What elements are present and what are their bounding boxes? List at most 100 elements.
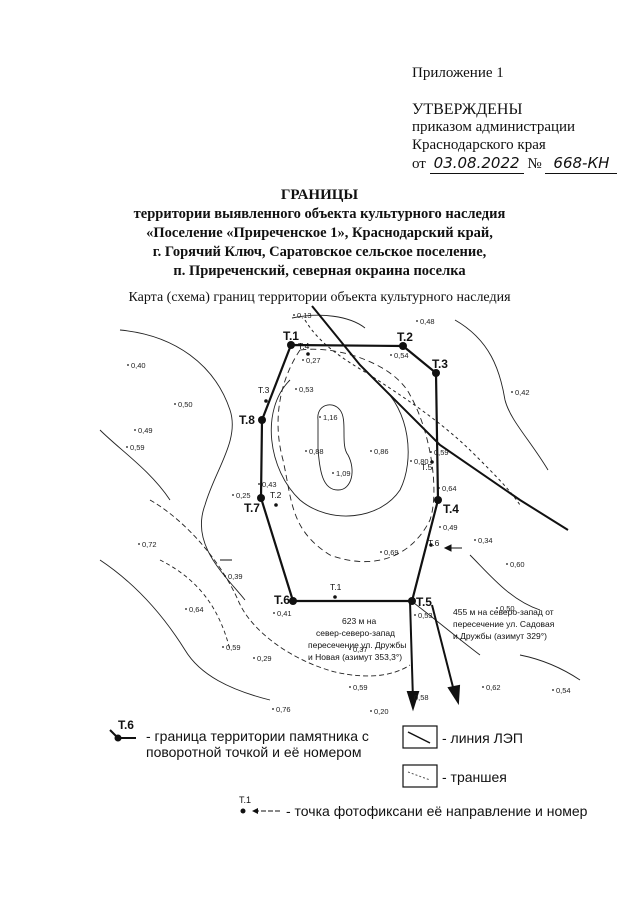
photo-point-1	[333, 595, 337, 599]
annotation-left-line3: пересечение ул. Дружбы	[308, 640, 406, 650]
elevation-dot	[295, 388, 297, 390]
elevation-dot	[174, 403, 176, 405]
elevation-mark: 0,50	[178, 400, 193, 409]
elevation-mark: 0,29	[257, 654, 272, 663]
order-number: 668-КН	[545, 154, 618, 174]
photo-point-label-6: Т.6	[428, 538, 440, 548]
elevation-dot	[416, 320, 418, 322]
elevation-dot	[272, 708, 274, 710]
photo-point-3	[264, 399, 268, 403]
legend-trench: - траншея	[442, 769, 507, 785]
elevation-mark: 0,39	[228, 572, 243, 581]
elevation-mark: 0,86	[374, 447, 389, 456]
elevation-mark: 0,54	[394, 351, 409, 360]
annotation-left: 623 м на север-северо-запад пересечение …	[308, 616, 406, 662]
elevation-mark: 0,34	[478, 536, 493, 545]
title-line-5: п. Приреченский, северная окраина поселк…	[173, 263, 466, 279]
elevation-mark: 0,27	[306, 356, 321, 365]
elevation-mark: 0,40	[131, 361, 146, 370]
order-line-1: приказом администрации	[412, 119, 576, 135]
elevation-dot	[390, 354, 392, 356]
boundary-point-2	[399, 342, 407, 350]
approved-label: УТВЕРЖДЕНЫ	[412, 101, 523, 118]
elevation-dot	[438, 487, 440, 489]
elevation-mark: 0,72	[142, 540, 157, 549]
elevation-mark: 0,53	[299, 385, 314, 394]
legend-trench-symbol	[402, 764, 438, 788]
photo-point-label-3: Т.3	[258, 385, 270, 395]
elevation-dot	[232, 494, 234, 496]
legend-boundary-text-2: поворотной точкой и её номером	[146, 744, 362, 760]
elevation-mark: 0,76	[276, 705, 291, 714]
number-prefix: №	[527, 156, 542, 172]
photo-point-label-1: Т.1	[330, 582, 342, 592]
elevation-dot	[134, 429, 136, 431]
elevation-mark: 0,42	[515, 388, 530, 397]
elevation-mark: 0,62	[486, 683, 501, 692]
legend-photo-label: Т.1	[239, 795, 252, 805]
elevation-mark: 0,41	[277, 609, 292, 618]
elevation-dot	[273, 612, 275, 614]
elevation-mark: 0,49	[443, 523, 458, 532]
photo-point-4	[306, 352, 310, 356]
elevation-dot	[305, 450, 307, 452]
photo-point-label-2: Т.2	[270, 490, 282, 500]
elevation-dot	[410, 696, 412, 698]
boundary-point-label-1: Т.1	[283, 329, 299, 343]
elevation-mark: 1,16	[323, 413, 338, 422]
elevation-mark: 0,59	[353, 683, 368, 692]
elevation-mark: 0,54	[556, 686, 571, 695]
elevation-mark: 0,88	[309, 447, 324, 456]
elevation-dot	[258, 483, 260, 485]
legend-photo-text: - точка фотофиксани её направление и ном…	[286, 803, 588, 819]
elevation-mark: 0,13	[297, 311, 312, 320]
photo-direction-arrows	[220, 544, 462, 561]
elevation-dot	[127, 364, 129, 366]
boundary-point-label-8: Т.8	[239, 413, 255, 427]
elevation-mark: 0,59	[226, 643, 241, 652]
boundary-point-6	[289, 597, 297, 605]
map-caption: Карта (схема) границ территории объекта …	[128, 290, 511, 305]
annotation-right-line3: и Дружбы (азимут 329°)	[453, 631, 547, 641]
elevation-mark: 0,60	[510, 560, 525, 569]
elevation-dot	[349, 648, 351, 650]
legend-photo-symbol	[240, 808, 282, 814]
elevation-dot	[319, 416, 321, 418]
boundary-point-label-4: Т.4	[443, 502, 459, 516]
title-line-2: территории выявленного объекта культурно…	[133, 206, 506, 222]
photo-point-2	[274, 503, 278, 507]
elevation-mark: 0,50	[500, 604, 515, 613]
elevation-dot	[506, 563, 508, 565]
elevation-dot	[380, 551, 382, 553]
boundary-point-4	[434, 496, 442, 504]
boundary-point-5	[408, 597, 416, 605]
document-title: ГРАНИЦЫ	[280, 187, 359, 203]
elevation-dot	[185, 608, 187, 610]
photo-point-5	[430, 460, 434, 464]
boundary-point-label-6: Т.6	[274, 593, 290, 607]
appendix-label: Приложение 1	[412, 65, 504, 81]
elevation-dot	[496, 607, 498, 609]
elevation-mark: 0,43	[262, 480, 277, 489]
boundary-point-label-7: Т.7	[244, 501, 260, 515]
photo-point-label-5: Т.5	[421, 462, 433, 472]
annotation-right-line1: 455 м на северо-запад от	[453, 607, 554, 617]
elevation-mark: 0,53	[418, 611, 433, 620]
legend-boundary-text-1: - граница территории памятника с	[146, 728, 369, 744]
photo-point-label-4: Т.4	[298, 341, 310, 351]
elevation-dot	[370, 450, 372, 452]
distance-arrows	[406, 600, 461, 712]
elevation-dot	[552, 689, 554, 691]
elevation-mark: 0,49	[138, 426, 153, 435]
elevation-mark: 0,25	[236, 491, 251, 500]
annotation-right-line2: пересечение ул. Садовая	[453, 619, 555, 629]
elevation-dot	[439, 526, 441, 528]
elevation-dot	[222, 646, 224, 648]
boundary-point-3	[432, 369, 440, 377]
elevation-dot	[138, 543, 140, 545]
elevation-dot	[126, 446, 128, 448]
order-date-line: от 03.08.2022 № 668-КН	[412, 154, 618, 174]
elevation-dot	[349, 686, 351, 688]
elevation-dot	[370, 710, 372, 712]
